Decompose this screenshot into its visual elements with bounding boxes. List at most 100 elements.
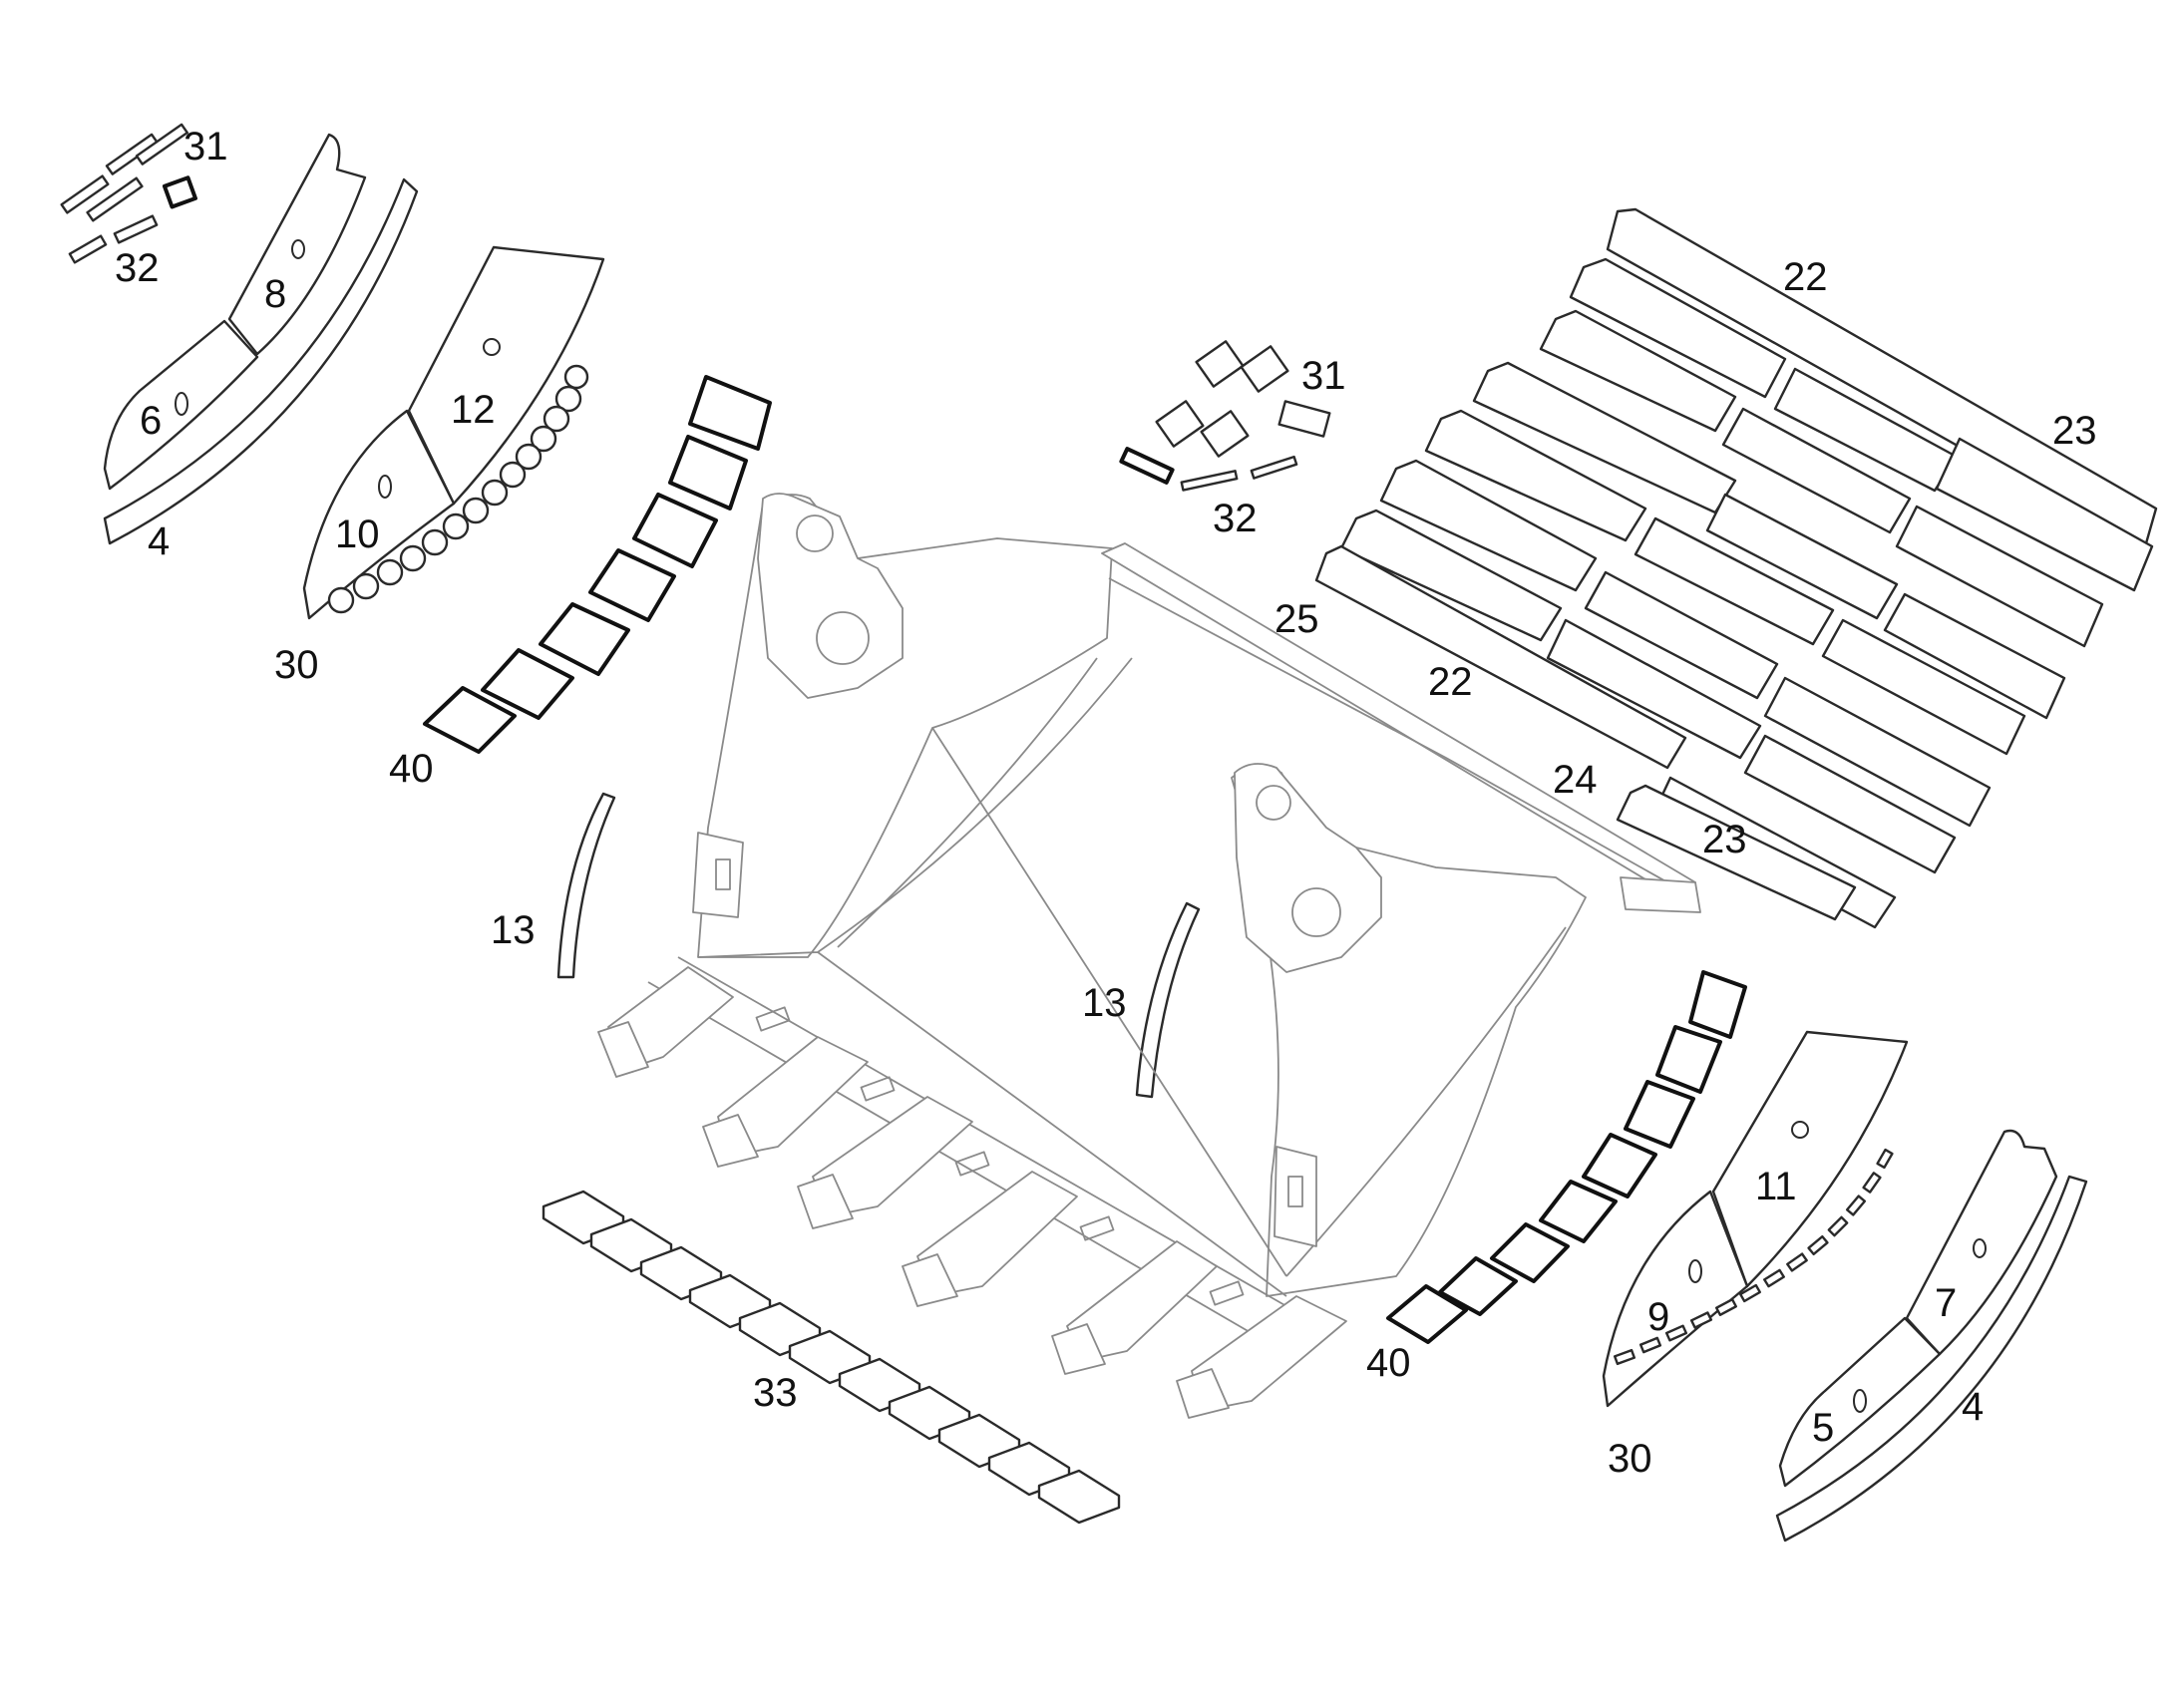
corner-block <box>1620 876 1701 913</box>
part-22-liner <box>1584 570 1779 700</box>
part-4-right-strip <box>1775 1175 2088 1542</box>
wear-block <box>1539 1180 1618 1243</box>
part-6-wear-plate <box>103 319 259 491</box>
part-11-wear-plate <box>1711 1030 1909 1288</box>
part-31-plate <box>1240 345 1289 393</box>
plate-hole <box>1973 1238 1987 1258</box>
label-11: 11 <box>1755 1165 1797 1208</box>
adapter-block <box>755 1006 791 1032</box>
wear-block <box>588 548 676 622</box>
tooth <box>597 966 734 1078</box>
disc <box>376 558 404 586</box>
wear-block <box>423 686 517 754</box>
label-40: 40 <box>389 747 434 791</box>
plate-hole <box>175 392 188 416</box>
wear-block <box>1688 970 1747 1039</box>
part-22-liner <box>1339 509 1563 642</box>
label-13: 13 <box>1082 981 1127 1025</box>
part-22-liner <box>1705 493 1899 620</box>
part-22-liner <box>1546 618 1762 760</box>
part-32-key <box>113 214 159 244</box>
part-4-left-strip <box>103 177 419 545</box>
wear-block <box>1490 1222 1570 1283</box>
label-12: 12 <box>451 388 496 432</box>
inner-curve <box>837 657 1098 948</box>
part-32-key <box>68 234 108 264</box>
wear-block <box>668 435 748 511</box>
disc <box>481 479 509 507</box>
label-5: 5 <box>1812 1406 1834 1450</box>
part-31-plate <box>1200 410 1250 458</box>
label-9: 9 <box>1647 1295 1669 1339</box>
part-23-liner <box>1935 437 2154 592</box>
part-32-key <box>1119 447 1175 485</box>
inner-plate-assembly-right <box>1602 1030 1909 1408</box>
wear-block <box>1386 1284 1468 1344</box>
part-31-strip <box>105 133 160 175</box>
inner-plate-assembly-left <box>302 245 605 620</box>
label-23: 23 <box>2052 409 2097 453</box>
part-31-strip <box>135 123 189 166</box>
adapter-block <box>954 1151 990 1177</box>
ear-pin-hole <box>1291 887 1341 937</box>
label-10: 10 <box>335 512 380 556</box>
label-40: 40 <box>1366 1341 1411 1385</box>
disc <box>499 461 527 489</box>
bucket-floor <box>697 657 1287 1297</box>
wear-tile <box>1037 1469 1121 1525</box>
part-31-strip <box>60 174 110 214</box>
part-12-wear-plate <box>407 245 605 506</box>
inner-curve <box>1285 926 1567 1277</box>
wear-block <box>688 375 772 451</box>
label-6: 6 <box>140 399 162 443</box>
part-40-chain-left <box>423 375 772 754</box>
wear-block <box>539 602 630 676</box>
wear-block <box>1582 1133 1657 1198</box>
top-edge <box>1108 577 1686 893</box>
wear-block <box>632 493 718 568</box>
part-22-liner <box>1821 618 2026 756</box>
label-33: 33 <box>753 1371 798 1415</box>
side-mount-left <box>692 832 744 918</box>
ear-pin-hole <box>796 514 834 552</box>
tooth <box>902 1171 1078 1307</box>
plate-hole <box>1688 1259 1702 1283</box>
part-8-wear-plate <box>227 133 367 356</box>
label-25: 25 <box>1274 597 1319 641</box>
part-22-liner <box>1569 257 1787 399</box>
part-31-plate <box>1195 340 1245 388</box>
part-22-liner <box>1895 505 2104 648</box>
label-4: 4 <box>1962 1385 1984 1429</box>
label-22: 22 <box>1783 255 1828 299</box>
part-13-strip-right <box>1135 901 1201 1099</box>
wear-block <box>1438 1256 1518 1316</box>
part-22-liner <box>1606 207 2158 552</box>
disc <box>399 544 427 572</box>
disc <box>462 497 490 524</box>
tooth <box>1176 1295 1347 1419</box>
label-31: 31 <box>1301 354 1346 398</box>
part-13-strip-left <box>556 792 616 979</box>
plate-hole <box>1791 1121 1809 1139</box>
bolt-kit-center <box>1119 340 1331 492</box>
adapter-block <box>1209 1280 1245 1306</box>
part-30-disc-row-left <box>327 364 589 614</box>
wear-block <box>1624 1080 1695 1149</box>
label-4: 4 <box>148 519 170 563</box>
part-22-liner <box>1379 459 1598 592</box>
bucket-teeth <box>597 966 1347 1419</box>
disc <box>563 364 589 390</box>
part-40-chain-right <box>1386 970 1747 1344</box>
tooth <box>797 1096 973 1229</box>
tooth <box>702 1036 869 1168</box>
part-10-wear-plate <box>302 409 456 620</box>
part-31-block <box>162 175 197 209</box>
label-31: 31 <box>183 125 228 169</box>
label-13: 13 <box>491 908 536 952</box>
right-lifting-ear <box>1234 763 1382 973</box>
part-33-wear-tiles <box>542 1190 1121 1525</box>
tooth <box>1051 1240 1218 1375</box>
part-32-key <box>1180 470 1239 492</box>
callout-labels: 31 32 8 6 4 12 10 30 40 13 13 25 22 22 2… <box>115 125 2097 1481</box>
